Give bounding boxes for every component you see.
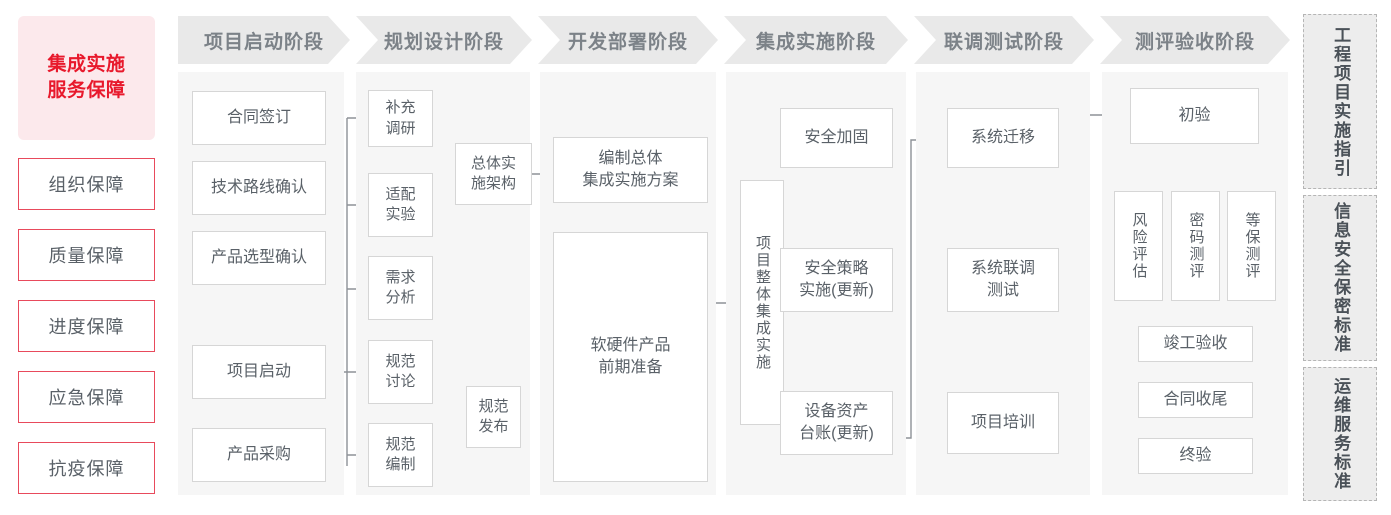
- phase-header-label: 测评验收阶段: [1134, 31, 1255, 53]
- node-label: 规范编制: [385, 435, 416, 473]
- node-overall-project-integration[interactable]: 项目整体集成实施: [740, 180, 784, 425]
- sidebar-item-label: 进度保障: [48, 317, 125, 337]
- sidebar-item-epidemic[interactable]: 抗疫保障: [18, 442, 155, 494]
- node-risk-assessment[interactable]: 风险评估: [1114, 191, 1163, 301]
- node-security-policy-implementation[interactable]: 安全策略实施(更新): [780, 248, 893, 312]
- node-label: 安全加固: [804, 129, 869, 147]
- phase-header-6[interactable]: 测评验收阶段: [1100, 16, 1290, 64]
- standard-engineering-guideline[interactable]: 工程项目实施指引: [1303, 14, 1377, 189]
- node-overall-implementation-architecture[interactable]: 总体实施架构: [455, 143, 532, 205]
- node-label: 软硬件产品前期准备: [590, 337, 671, 376]
- lead-badge-label: 集成实施服务保障: [47, 54, 126, 101]
- node-adaptation-experiment[interactable]: 适配实验: [368, 173, 433, 237]
- node-preliminary-acceptance[interactable]: 初验: [1130, 88, 1259, 144]
- standard-label: 工程项目实施指引: [1331, 25, 1351, 178]
- node-supplementary-research[interactable]: 补充调研: [368, 90, 433, 147]
- node-project-training[interactable]: 项目培训: [947, 392, 1059, 454]
- standard-label: 信息安全保密标准: [1331, 202, 1351, 354]
- node-label: 需求分析: [385, 268, 416, 306]
- node-label: 补充调研: [385, 99, 416, 137]
- node-mlps-evaluation[interactable]: 等保测评: [1227, 191, 1276, 301]
- standard-infosec-confidentiality[interactable]: 信息安全保密标准: [1303, 195, 1377, 361]
- node-label: 系统联调测试: [970, 260, 1035, 299]
- node-label: 总体实施架构: [470, 154, 516, 192]
- node-tech-route-confirm[interactable]: 技术路线确认: [192, 161, 326, 215]
- sidebar-item-schedule[interactable]: 进度保障: [18, 300, 155, 352]
- phase-header-label: 集成实施阶段: [755, 31, 876, 53]
- node-label: 初验: [1178, 107, 1211, 125]
- node-label: 合同收尾: [1163, 391, 1228, 409]
- node-label: 终验: [1179, 447, 1212, 465]
- phase-header-label: 项目启动阶段: [203, 31, 324, 53]
- sidebar-item-emergency[interactable]: 应急保障: [18, 371, 155, 423]
- node-cryptography-evaluation[interactable]: 密码测评: [1171, 191, 1220, 301]
- node-completion-acceptance[interactable]: 竣工验收: [1138, 326, 1253, 362]
- node-label: 适配实验: [385, 185, 416, 223]
- node-contract-signing[interactable]: 合同签订: [192, 91, 326, 145]
- phase-header-5[interactable]: 联调测试阶段: [914, 16, 1094, 64]
- node-label: 安全策略实施(更新): [799, 260, 874, 299]
- phase-header-2[interactable]: 规划设计阶段: [356, 16, 532, 64]
- node-overall-integration-plan[interactable]: 编制总体集成实施方案: [553, 137, 708, 203]
- node-system-joint-test[interactable]: 系统联调测试: [947, 248, 1059, 312]
- node-label: 项目启动: [226, 363, 291, 381]
- standard-label: 运维服务标准: [1331, 377, 1351, 491]
- sidebar-item-quality[interactable]: 质量保障: [18, 229, 155, 281]
- phase-header-1[interactable]: 项目启动阶段: [178, 16, 350, 64]
- node-label: 产品采购: [226, 446, 291, 464]
- sidebar-item-organization[interactable]: 组织保障: [18, 158, 155, 210]
- phase-header-label: 开发部署阶段: [567, 31, 688, 53]
- node-spec-release[interactable]: 规范发布: [466, 386, 521, 448]
- node-hw-sw-preparation[interactable]: 软硬件产品前期准备: [553, 232, 708, 482]
- node-contract-closure[interactable]: 合同收尾: [1138, 382, 1253, 418]
- lead-badge: 集成实施服务保障: [18, 16, 155, 140]
- node-label: 风险评估: [1130, 212, 1148, 280]
- node-product-selection-confirm[interactable]: 产品选型确认: [192, 231, 326, 285]
- phase-header-3[interactable]: 开发部署阶段: [538, 16, 718, 64]
- sidebar-item-label: 抗疫保障: [48, 459, 125, 479]
- sidebar-item-label: 组织保障: [48, 175, 125, 195]
- node-label: 系统迁移: [970, 129, 1035, 147]
- node-spec-drafting[interactable]: 规范编制: [368, 423, 433, 487]
- node-label: 合同签订: [226, 109, 291, 127]
- node-label: 规范讨论: [385, 352, 416, 390]
- phase-header-label: 规划设计阶段: [383, 31, 504, 53]
- node-label: 密码测评: [1187, 212, 1205, 280]
- node-label: 技术路线确认: [210, 179, 307, 197]
- sidebar-item-label: 应急保障: [48, 388, 125, 408]
- node-requirement-analysis[interactable]: 需求分析: [368, 256, 433, 320]
- node-asset-ledger-update[interactable]: 设备资产台账(更新): [780, 391, 893, 455]
- phase-header-label: 联调测试阶段: [943, 31, 1064, 53]
- node-label: 设备资产台账(更新): [799, 403, 874, 442]
- node-spec-discussion[interactable]: 规范讨论: [368, 340, 433, 404]
- node-project-kickoff[interactable]: 项目启动: [192, 345, 326, 399]
- node-label: 产品选型确认: [210, 249, 307, 267]
- node-final-acceptance[interactable]: 终验: [1138, 438, 1253, 474]
- node-label: 项目培训: [970, 414, 1035, 432]
- phase-header-4[interactable]: 集成实施阶段: [724, 16, 908, 64]
- node-label: 等保测评: [1243, 212, 1261, 280]
- node-product-procurement[interactable]: 产品采购: [192, 428, 326, 482]
- sidebar-item-label: 质量保障: [48, 246, 125, 266]
- node-label: 项目整体集成实施: [754, 234, 771, 371]
- node-label: 规范发布: [478, 397, 509, 435]
- standard-ops-service[interactable]: 运维服务标准: [1303, 367, 1377, 501]
- node-label: 编制总体集成实施方案: [582, 150, 679, 189]
- node-security-hardening[interactable]: 安全加固: [780, 108, 893, 168]
- node-system-migration[interactable]: 系统迁移: [947, 108, 1059, 168]
- node-label: 竣工验收: [1163, 335, 1228, 353]
